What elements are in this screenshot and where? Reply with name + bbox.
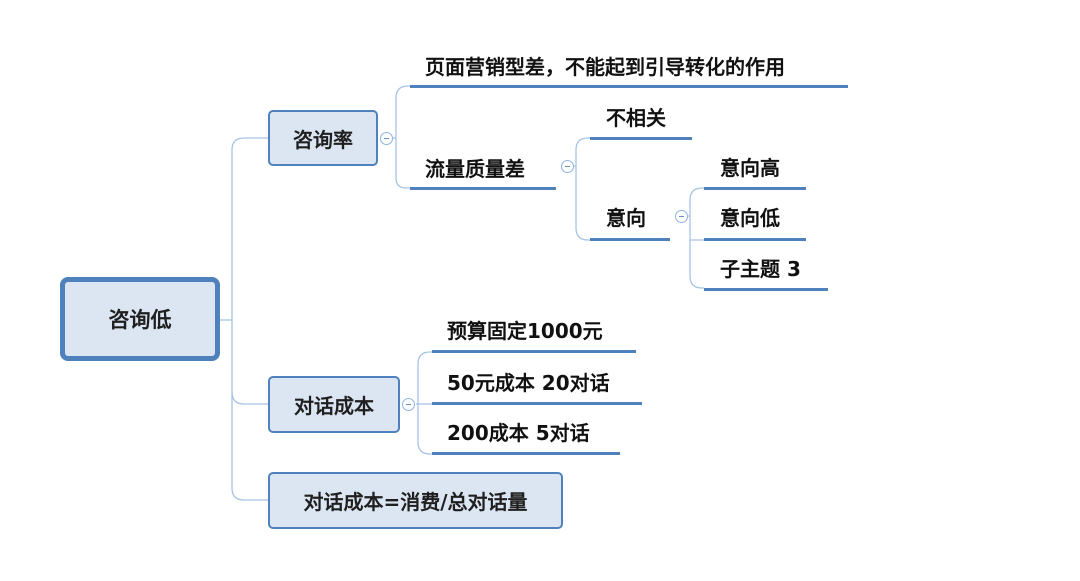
underline-traffic-quality <box>410 187 556 190</box>
connector-intent-low <box>689 216 704 241</box>
subtopic-intent[interactable]: 意向 <box>606 206 646 230</box>
underline-intent-sub3 <box>704 288 828 291</box>
topic-consult-rate-label: 咨询率 <box>293 127 353 152</box>
connector-traffic-irrelevant <box>573 137 590 167</box>
subtopic-irrelevant[interactable]: 不相关 <box>606 106 666 130</box>
subtopic-cost-50[interactable]: 50元成本 20对话 <box>447 371 610 395</box>
connector-intent-high <box>688 187 704 217</box>
subtopic-traffic-quality[interactable]: 流量质量差 <box>425 157 525 181</box>
collapse-consult-rate-icon[interactable] <box>380 132 393 145</box>
connector-intent-sub3 <box>689 240 704 289</box>
connector-consult-page-marketing <box>393 85 410 139</box>
underline-budget <box>432 350 636 353</box>
connector-dialog-200 <box>417 404 432 455</box>
underline-cost-200 <box>432 452 620 455</box>
topic-dialog-cost-label: 对话成本 <box>294 394 374 418</box>
connector-traffic-intent <box>575 166 590 241</box>
connector-root-dialog-cost <box>231 320 268 405</box>
underline-irrelevant <box>590 137 692 140</box>
connector-dialog-budget <box>416 351 432 405</box>
collapse-traffic-quality-icon[interactable] <box>561 160 574 173</box>
underline-cost-50 <box>432 402 642 405</box>
subtopic-intent-sub3[interactable]: 子主题 3 <box>720 257 801 281</box>
collapse-dialog-cost-icon[interactable] <box>402 398 415 411</box>
underline-page-marketing <box>410 85 848 88</box>
connector-root-formula <box>231 392 268 501</box>
subtopic-page-marketing[interactable]: 页面营销型差，不能起到引导转化的作用 <box>425 55 785 79</box>
topic-dialog-cost-formula-label: 对话成本=消费/总对话量 <box>303 490 528 514</box>
subtopic-intent-high[interactable]: 意向高 <box>720 156 780 180</box>
connector-consult-traffic <box>395 138 410 189</box>
subtopic-intent-low[interactable]: 意向低 <box>720 206 780 230</box>
subtopic-budget[interactable]: 预算固定1000元 <box>447 319 603 343</box>
topic-dialog-cost-formula[interactable]: 对话成本=消费/总对话量 <box>268 472 563 529</box>
subtopic-cost-200[interactable]: 200成本 5对话 <box>447 421 590 445</box>
root-node[interactable]: 咨询低 <box>60 277 220 361</box>
topic-dialog-cost[interactable]: 对话成本 <box>268 376 400 433</box>
collapse-intent-icon[interactable] <box>675 210 688 223</box>
underline-intent-low <box>704 238 806 241</box>
underline-intent-high <box>704 187 806 190</box>
underline-intent <box>590 238 670 241</box>
connector-root-consult-rate <box>220 137 268 321</box>
root-node-label: 咨询低 <box>108 308 172 332</box>
topic-consult-rate[interactable]: 咨询率 <box>268 110 378 166</box>
